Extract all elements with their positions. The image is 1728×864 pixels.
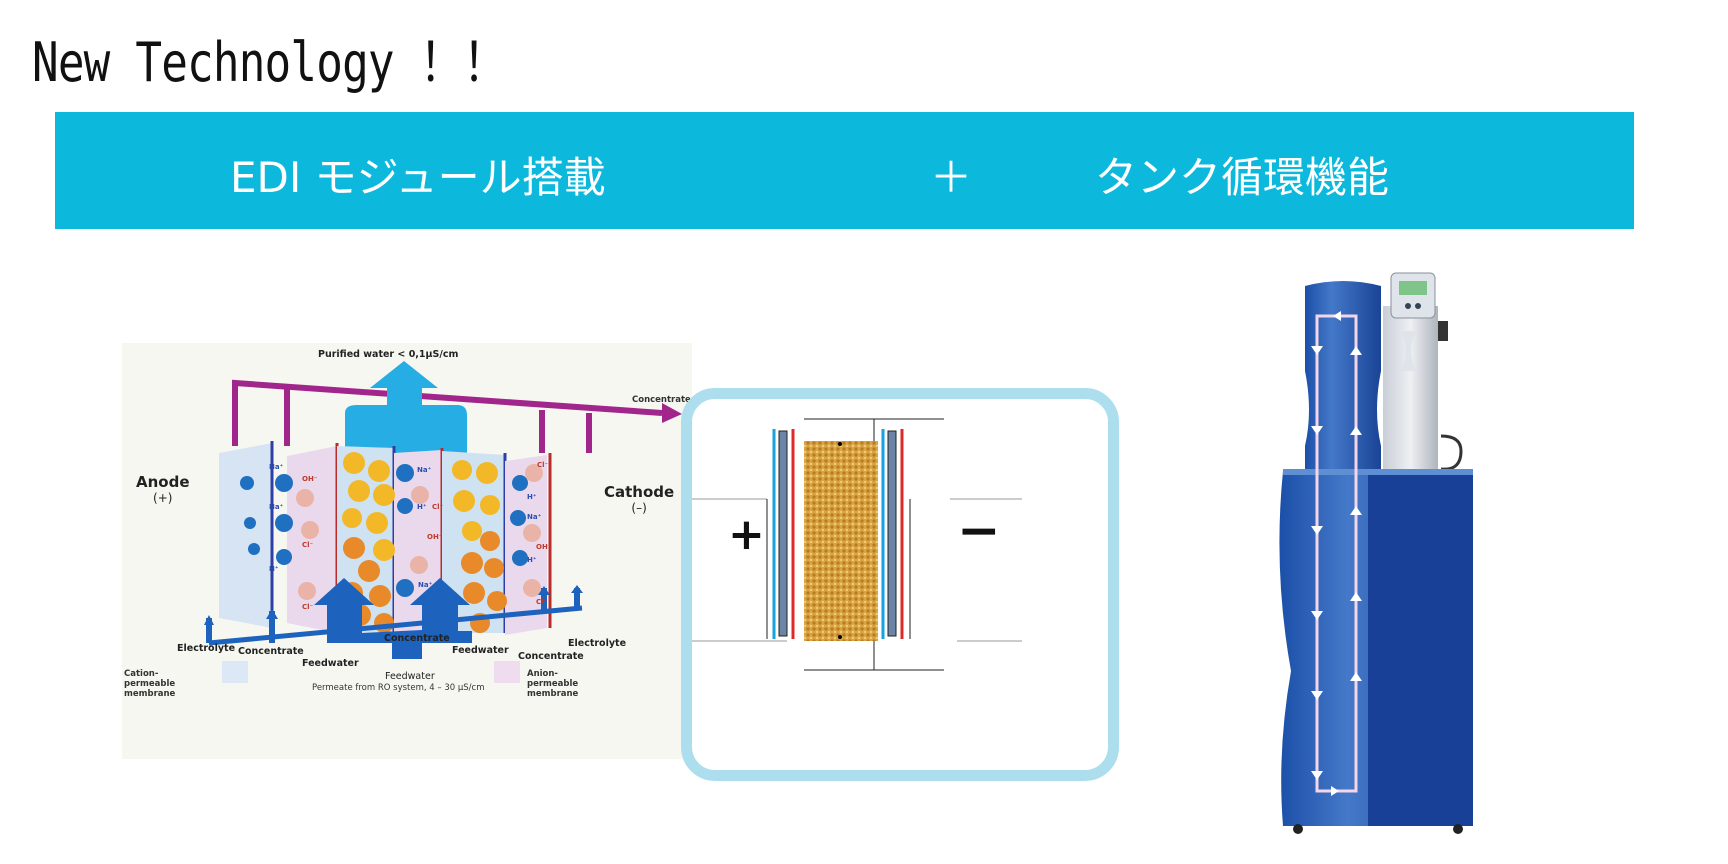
cation-membrane-label: Cation-permeable membrane <box>124 669 176 699</box>
ion-label: Na⁺ <box>418 581 433 589</box>
page-title: New Technology ！！ <box>32 31 507 94</box>
water-purifier-tank-circulation-image <box>1263 271 1493 836</box>
ion-label: Na⁺ <box>269 503 284 511</box>
ion-label: OH⁻ <box>427 533 443 541</box>
ion-label: Na⁺ <box>269 463 284 471</box>
cathode-label: Cathode(–) <box>604 483 674 515</box>
edi-diagram-graphic <box>204 361 682 683</box>
negative-terminal-sign: − <box>957 501 1001 561</box>
edi-module-graphic <box>692 418 1022 671</box>
edi-module-schematic: + − <box>681 388 1119 781</box>
concentrate-out-label: Concentrate <box>632 395 691 405</box>
feedwater-label: Feedwater <box>302 658 359 669</box>
ion-label: Cl⁻ <box>432 503 444 511</box>
edi-principle-diagram: Purified water < 0,1µS/cm Concentrate An… <box>122 343 692 759</box>
anode-text: Anode <box>136 473 190 491</box>
concentrate-label: Concentrate <box>238 646 304 657</box>
cathode-sign: (–) <box>631 501 647 515</box>
banner-tank-circulation: タンク循環機能 <box>1095 153 1390 202</box>
ion-label: H⁺ <box>269 565 279 573</box>
feedwater-label: Feedwater <box>452 645 509 656</box>
ion-label: Cl⁻ <box>537 461 549 469</box>
feature-banner: EDI モジュール搭載 ＋ タンク循環機能 <box>55 112 1634 229</box>
ion-label: Cl⁻ <box>302 603 314 611</box>
cathode-text: Cathode <box>604 483 675 501</box>
banner-edi-module: EDI モジュール搭載 <box>230 153 606 202</box>
feedwater-title: Feedwater <box>385 671 435 682</box>
ion-label: OH⁻ <box>302 475 318 483</box>
ion-label: OH⁻ <box>536 543 552 551</box>
ion-label: H⁺ <box>527 556 537 564</box>
ion-label: Cl⁻ <box>536 598 548 606</box>
ion-label: H⁺ <box>527 493 537 501</box>
electrolyte-label: Electrolyte <box>177 643 236 654</box>
concentrate-label: Concentrate <box>518 651 584 662</box>
purified-water-label: Purified water < 0,1µS/cm <box>318 349 459 360</box>
anode-label: Anode(+) <box>136 473 190 505</box>
ion-label: Na⁺ <box>417 466 432 474</box>
purifier-graphic <box>1279 272 1473 834</box>
concentrate-label: Concentrate <box>384 633 450 644</box>
positive-terminal-sign: + <box>728 509 765 560</box>
banner-plus: ＋ <box>930 153 973 202</box>
feedwater-subtitle: Permeate from RO system, 4 – 30 µS/cm <box>312 683 485 693</box>
anion-membrane-label: Anion-permeable membrane <box>527 669 579 699</box>
anode-sign: (+) <box>153 491 173 505</box>
ion-label: Na⁺ <box>527 513 542 521</box>
ion-label: H⁺ <box>417 503 427 511</box>
electrolyte-label: Electrolyte <box>568 638 627 649</box>
ion-label: Cl⁻ <box>302 541 314 549</box>
